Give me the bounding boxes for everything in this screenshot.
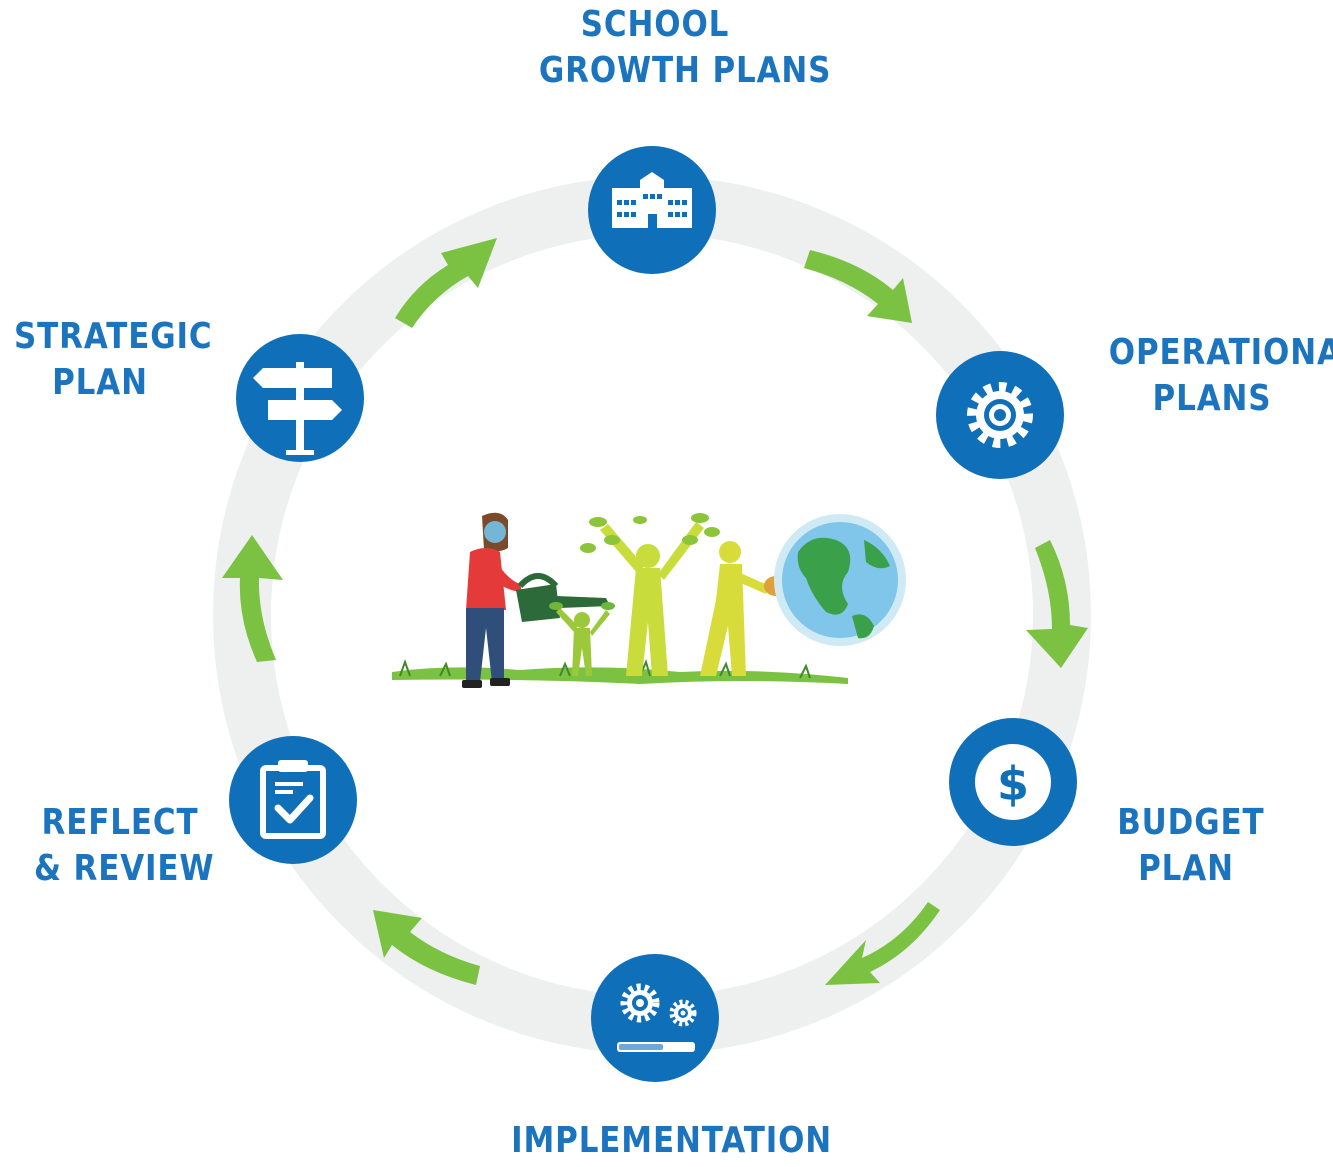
globe-holder-person — [700, 541, 788, 676]
arrow-school-to-operational — [804, 250, 912, 323]
cycle-arrows — [222, 238, 1088, 985]
label-line: BUDGET — [1117, 802, 1265, 843]
label-line: PLAN — [52, 362, 148, 403]
watering-can — [516, 573, 610, 622]
arrow-strategic-to-school — [395, 238, 497, 328]
label-school-growth-plans: SCHOOL GROWTH PLANS — [538, 2, 832, 94]
label-line: IMPLEMENTATION — [511, 1120, 833, 1161]
gear-icon — [967, 382, 1033, 448]
dollar-coin-icon: $ — [975, 744, 1051, 820]
globe — [774, 514, 906, 646]
label-line: GROWTH PLANS — [538, 50, 832, 91]
small-tree-person — [549, 602, 615, 676]
label-line: SCHOOL — [580, 4, 730, 45]
label-line: & REVIEW — [34, 848, 215, 889]
node-operational-plans — [936, 351, 1064, 479]
label-line: PLANS — [1152, 378, 1272, 419]
people-watering-trees-and-globe-illustration — [392, 512, 906, 688]
arrow-operational-to-budget — [1026, 540, 1088, 668]
node-reflect-review — [229, 736, 357, 864]
arrow-implementation-to-reflect — [373, 910, 480, 985]
node-strategic-plan — [236, 334, 364, 462]
school-building-icon — [612, 172, 692, 228]
label-operational-plans: OPERATIONAL PLANS — [1108, 330, 1333, 422]
arrow-reflect-to-strategic — [222, 535, 283, 662]
label-strategic-plan: STRATEGIC PLAN — [14, 314, 213, 406]
node-budget-plan: $ — [949, 718, 1077, 846]
node-implementation — [591, 954, 719, 1082]
label-line: PLAN — [1138, 848, 1234, 889]
label-line: REFLECT — [41, 802, 199, 843]
gears-progress-icon — [617, 983, 697, 1052]
node-school-growth-plans — [588, 146, 716, 274]
clipboard-check-icon — [260, 760, 326, 839]
arrow-budget-to-implementation — [825, 902, 940, 985]
signpost-icon — [253, 362, 342, 455]
tree-person — [580, 513, 720, 676]
label-reflect-review: REFLECT & REVIEW — [34, 800, 215, 892]
label-line: OPERATIONAL — [1108, 332, 1333, 373]
gardener-woman — [462, 512, 522, 688]
label-budget-plan: BUDGET PLAN — [1117, 800, 1265, 892]
label-line: STRATEGIC — [14, 316, 213, 357]
svg-text:$: $ — [997, 757, 1029, 811]
label-implementation: IMPLEMENTATION — [511, 1118, 833, 1164]
